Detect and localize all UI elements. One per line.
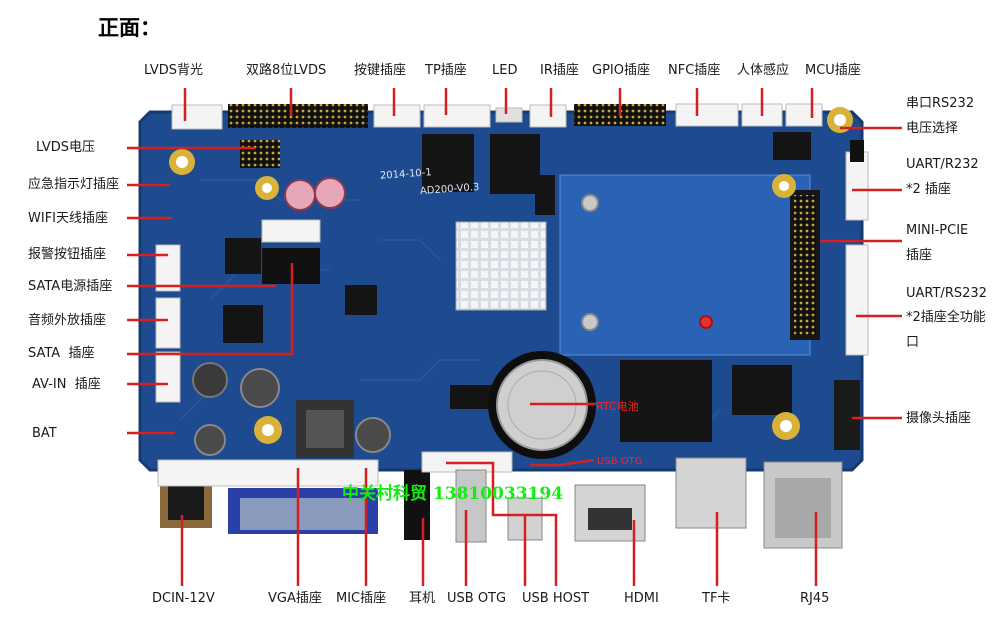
label-rs232-line2: 电压选择 (906, 121, 959, 136)
chips (223, 132, 811, 458)
page-title: 正面： (98, 16, 161, 40)
label-mini-pcie-line1: MINI-PCIE (906, 223, 969, 238)
mini-pcie-bay (559, 174, 820, 356)
label-earphone: 耳机 (409, 591, 436, 606)
label-uart-rs232-line3: 口 (906, 335, 920, 350)
label-lvds-voltage: LVDS电压 (36, 140, 95, 155)
label-usb-otg: USB OTG (447, 591, 507, 606)
label-vga: VGA插座 (268, 591, 322, 606)
label-rtc-battery: RTC电池 (596, 400, 639, 413)
label-sata-power: SATA电源插座 (28, 279, 113, 294)
label-inboard-usb: USB OTG (597, 456, 643, 467)
label-tp-socket: TP插座 (425, 63, 467, 78)
label-hdmi: HDMI (624, 591, 659, 606)
label-alarm-button: 报警按钮插座 (28, 247, 107, 262)
label-lvds-backlight: LVDS背光 (144, 63, 203, 78)
label-dcin: DCIN-12V (152, 591, 215, 606)
right-connectors (834, 140, 869, 450)
label-rj45: RJ45 (800, 591, 830, 606)
label-uart-rs232-line1: UART/RS232 (906, 286, 987, 301)
capacitors (192, 177, 391, 456)
label-emergency-led: 应急指示灯插座 (28, 177, 120, 192)
label-key-socket: 按键插座 (354, 63, 407, 78)
label-sata: SATA 插座 (28, 346, 95, 361)
label-mic: MIC插座 (336, 591, 387, 606)
label-rs232-line1: 串口RS232 (906, 96, 975, 111)
label-av-in: AV-IN 插座 (32, 377, 101, 392)
label-led: LED (492, 63, 518, 78)
label-uart-r232-line1: UART/R232 (906, 157, 979, 172)
label-nfc-socket: NFC插座 (668, 63, 721, 78)
watermark-text: 中关村科贸 13810033194 (342, 484, 564, 504)
label-bat: BAT (32, 426, 57, 441)
left-connectors (155, 140, 321, 403)
label-wifi-antenna: WIFI天线插座 (28, 211, 108, 226)
label-uart-rs232-line2: *2插座全功能 (906, 310, 986, 325)
mounting-holes (169, 107, 853, 444)
label-audio-out: 音频外放插座 (28, 313, 107, 328)
label-body-sense: 人体感应 (737, 63, 790, 78)
bottom-connectors (157, 451, 843, 549)
label-uart-r232-line2: *2 插座 (906, 182, 951, 197)
leader-lines (127, 88, 902, 586)
label-tf-card: TF卡 (702, 591, 731, 606)
label-camera-socket: 摄像头插座 (906, 411, 972, 426)
label-usb-host: USB HOST (522, 591, 590, 606)
label-ir-socket: IR插座 (540, 63, 579, 78)
label-dual-lvds: 双路8位LVDS (246, 63, 327, 78)
label-mini-pcie-line2: 插座 (906, 248, 933, 263)
label-mcu-socket: MCU插座 (805, 63, 861, 78)
label-gpio-socket: GPIO插座 (592, 63, 650, 78)
